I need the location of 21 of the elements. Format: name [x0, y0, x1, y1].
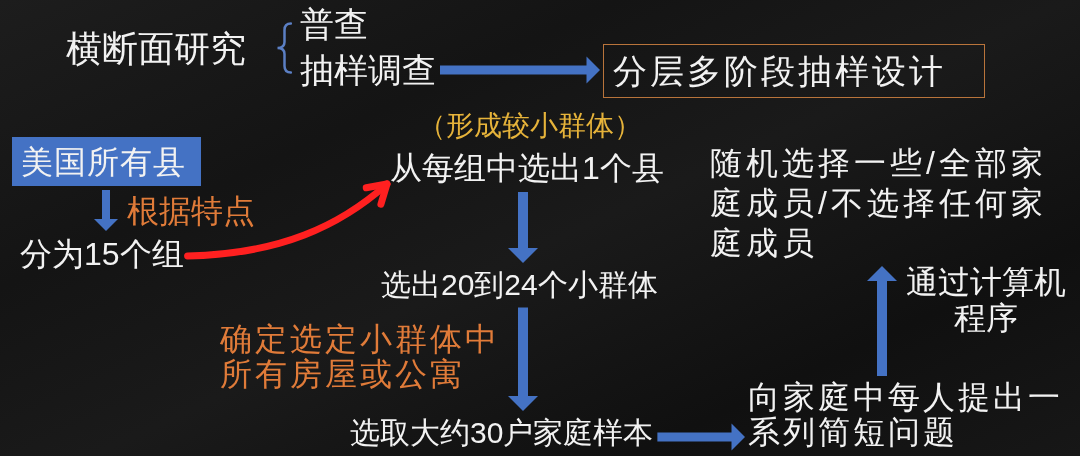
step-text: 随机选择一些/全部家庭成员/不选择任何家庭成员 — [710, 143, 1070, 263]
note-text: （形成较小群体） — [418, 109, 642, 143]
term-label: 横断面研究 — [66, 27, 246, 71]
edge-label: 确定选定小群体中所有房屋或公寓 — [220, 322, 501, 392]
option-label: 普查 — [300, 4, 368, 45]
step-text: 分为15个组 — [20, 234, 184, 274]
arrow — [867, 266, 897, 376]
edge-label: 通过计算机程序 — [905, 264, 1067, 336]
step-text: 选出20到24个小群体 — [381, 266, 658, 304]
step-text: 抽样调查 — [300, 49, 436, 92]
arrow — [508, 192, 538, 263]
arrow — [657, 423, 745, 451]
curved-arrow — [184, 180, 391, 260]
arrow — [508, 307, 538, 411]
start-box: 美国所有县 — [12, 137, 201, 186]
edge-label: 根据特点 — [127, 192, 255, 231]
design-box: 分层多阶段抽样设计 — [603, 44, 985, 98]
step-text: 选取大约30户家庭样本 — [350, 414, 654, 452]
step-text: 从每组中选出1个县 — [390, 148, 664, 188]
arrow — [440, 56, 600, 84]
step-text: 向家庭中每人提出一系列简短问题 — [748, 380, 1078, 450]
